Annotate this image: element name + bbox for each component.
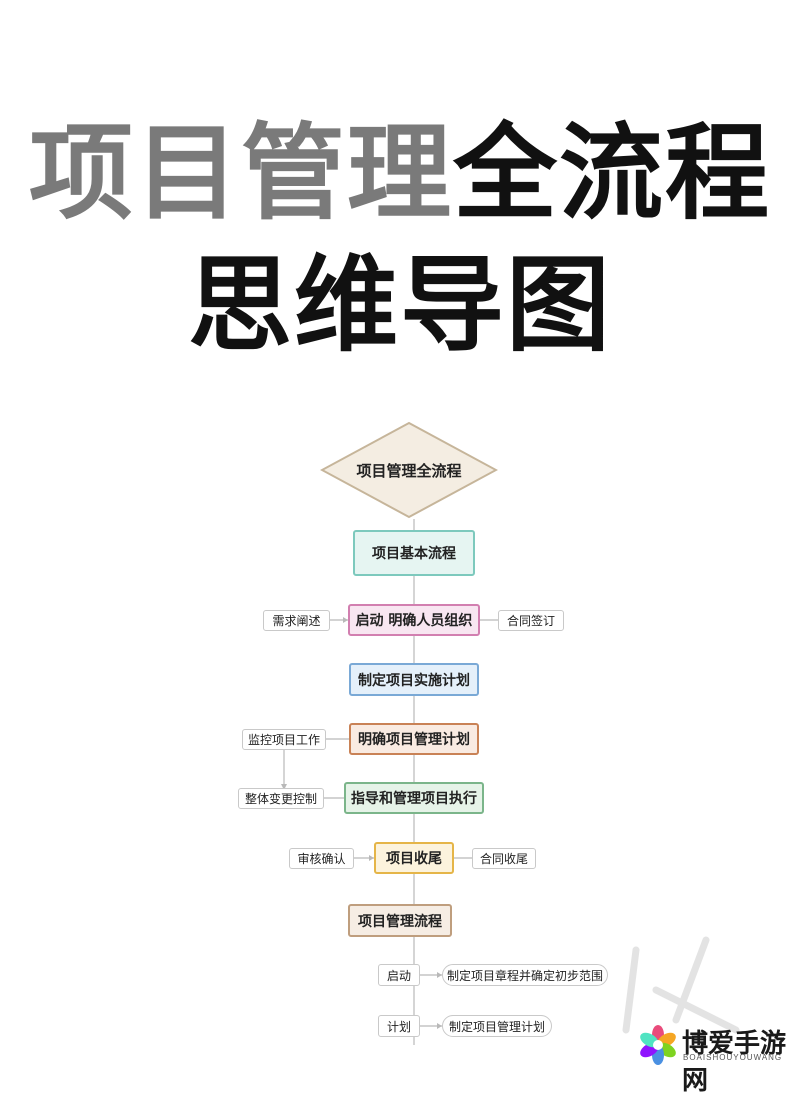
flower-logo-icon [640,1025,676,1065]
node-audit-confirm: 审核确认 [289,848,354,869]
diagonal-stroke-decoration [622,936,740,1034]
watermark-subtext: BOAISHOUYOUWANG [683,1053,783,1062]
arrowhead-sub-plan [437,1023,442,1029]
node-initiate: 启动 明确人员组织 [348,604,480,636]
node-sub-initiate-detail: 制定项目章程并确定初步范围 [442,964,608,986]
node-sub-plan-detail: 制定项目管理计划 [442,1015,552,1037]
node-management-flow: 项目管理流程 [348,904,452,937]
arrowhead-monitor-down [281,784,287,790]
root-node-label: 项目管理全流程 [356,461,462,480]
watermark: 博爱手游网 BOAISHOUYOUWANG [638,1023,798,1095]
node-monitor-work: 监控项目工作 [242,729,326,750]
diamond-polygon [320,421,498,519]
arrowhead-initiate-left [343,617,348,623]
node-sub-plan: 计划 [378,1015,420,1037]
node-contract-closure: 合同收尾 [472,848,536,869]
node-direct-execution: 指导和管理项目执行 [344,782,484,814]
node-project-closure: 项目收尾 [374,842,454,874]
node-requirement-statement: 需求阐述 [263,610,330,631]
title-line-2: 思维导图 [187,244,612,366]
root-diamond-shape [320,421,498,519]
arrowhead-close-left [369,855,374,861]
node-management-plan: 明确项目管理计划 [349,723,479,755]
title-black-text: 全流程 [453,112,772,234]
title-gray-text: 项目管理 [28,112,453,234]
node-change-control: 整体变更控制 [238,788,324,809]
title-line-1: 项目管理全流程 [0,118,800,228]
node-basic-flow: 项目基本流程 [353,530,475,576]
node-implementation-plan: 制定项目实施计划 [349,663,479,696]
node-sub-initiate: 启动 [378,964,420,986]
arrowhead-sub-initiate [437,972,442,978]
node-contract-signing: 合同签订 [498,610,564,631]
